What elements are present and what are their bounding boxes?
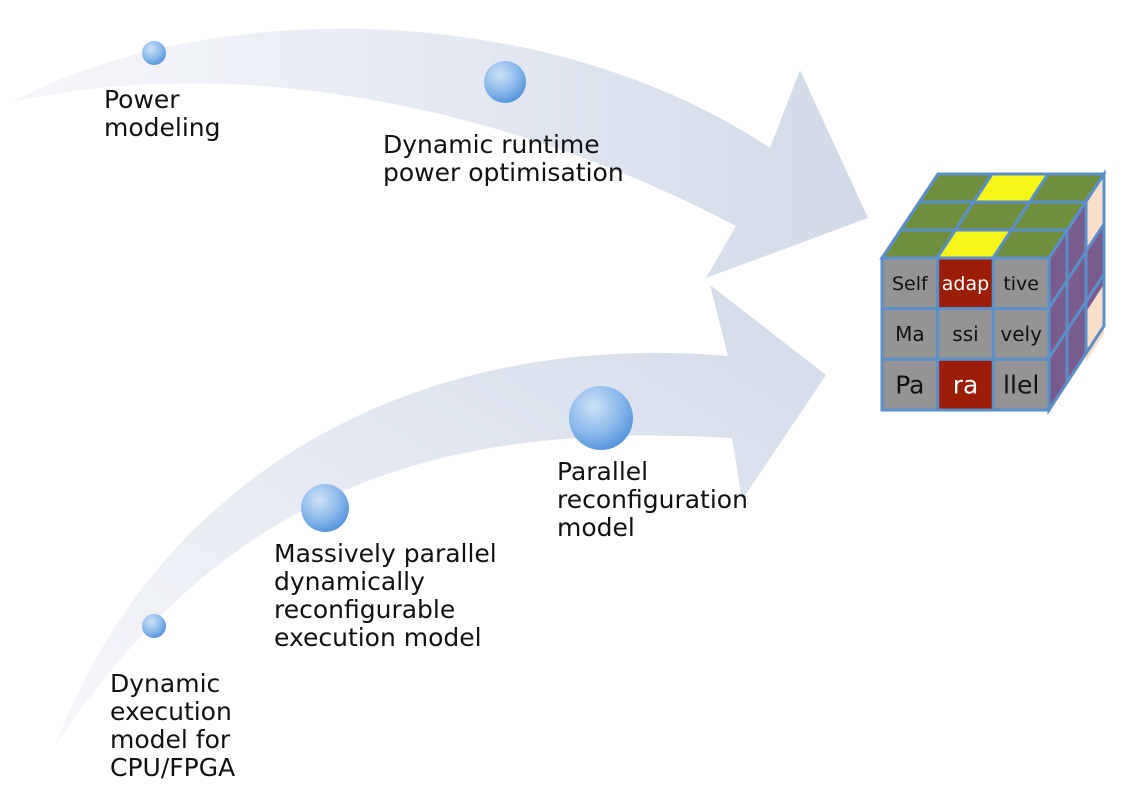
- label-dynamic-execution: Dynamic execution model for CPU/FPGA: [110, 670, 235, 782]
- cube-tile-label: adap: [942, 273, 989, 295]
- label-line: Dynamic runtime: [383, 130, 600, 159]
- label-massively-parallel: Massively parallel dynamically reconfigu…: [274, 540, 497, 652]
- cube-tile-label: Pa: [895, 371, 924, 400]
- label-line: execution model: [274, 623, 482, 652]
- cube-tile-label: Ma: [895, 322, 925, 346]
- cube-tile-label: Self: [892, 273, 929, 295]
- label-parallel-reconfiguration: Parallel reconfiguration model: [557, 458, 748, 542]
- cube-tile: [880, 307, 940, 361]
- cube-tile-label: tive: [1003, 273, 1039, 295]
- cube-top-face: [882, 174, 1104, 258]
- cube-top-tile-yellow: [974, 174, 1048, 202]
- label-line: Dynamic: [110, 669, 221, 698]
- cube-tile: [991, 357, 1051, 412]
- cube-tile: [936, 307, 995, 361]
- label-line: model for: [110, 725, 231, 754]
- cube-tile: [991, 256, 1051, 311]
- label-dynamic-runtime: Dynamic runtime power optimisation: [383, 131, 624, 187]
- label-line: power optimisation: [383, 158, 624, 187]
- milestone-dot: [142, 41, 166, 65]
- cube-tile-label: llel: [1003, 371, 1039, 400]
- label-line: Power: [104, 85, 180, 114]
- label-line: reconfiguration: [557, 485, 748, 514]
- cube-tile-label: ra: [953, 371, 979, 400]
- cube-right-tile-peach: [1086, 174, 1104, 254]
- milestone-dot: [484, 61, 526, 103]
- label-line: execution: [110, 697, 232, 726]
- milestone-dot: [569, 386, 633, 450]
- label-line: dynamically: [274, 567, 425, 596]
- cube-tile-label: vely: [1000, 322, 1042, 346]
- milestone-dot: [142, 614, 166, 638]
- cube-right-tile-peach: [1086, 284, 1104, 362]
- lower-arrow: [55, 285, 826, 746]
- label-line: Massively parallel: [274, 539, 497, 568]
- cube-tile-label: ssi: [952, 322, 978, 346]
- label-line: model: [557, 513, 635, 542]
- cube-tile: [880, 357, 940, 412]
- label-line: modeling: [104, 113, 221, 142]
- label-line: CPU/FPGA: [110, 753, 236, 782]
- upper-arrow: [12, 28, 868, 278]
- label-line: Parallel: [557, 457, 649, 486]
- milestone-dot: [301, 484, 349, 532]
- label-line: reconfigurable: [274, 595, 456, 624]
- label-power-modeling: Power modeling: [104, 86, 221, 142]
- cube-top-tile-yellow: [937, 230, 1011, 258]
